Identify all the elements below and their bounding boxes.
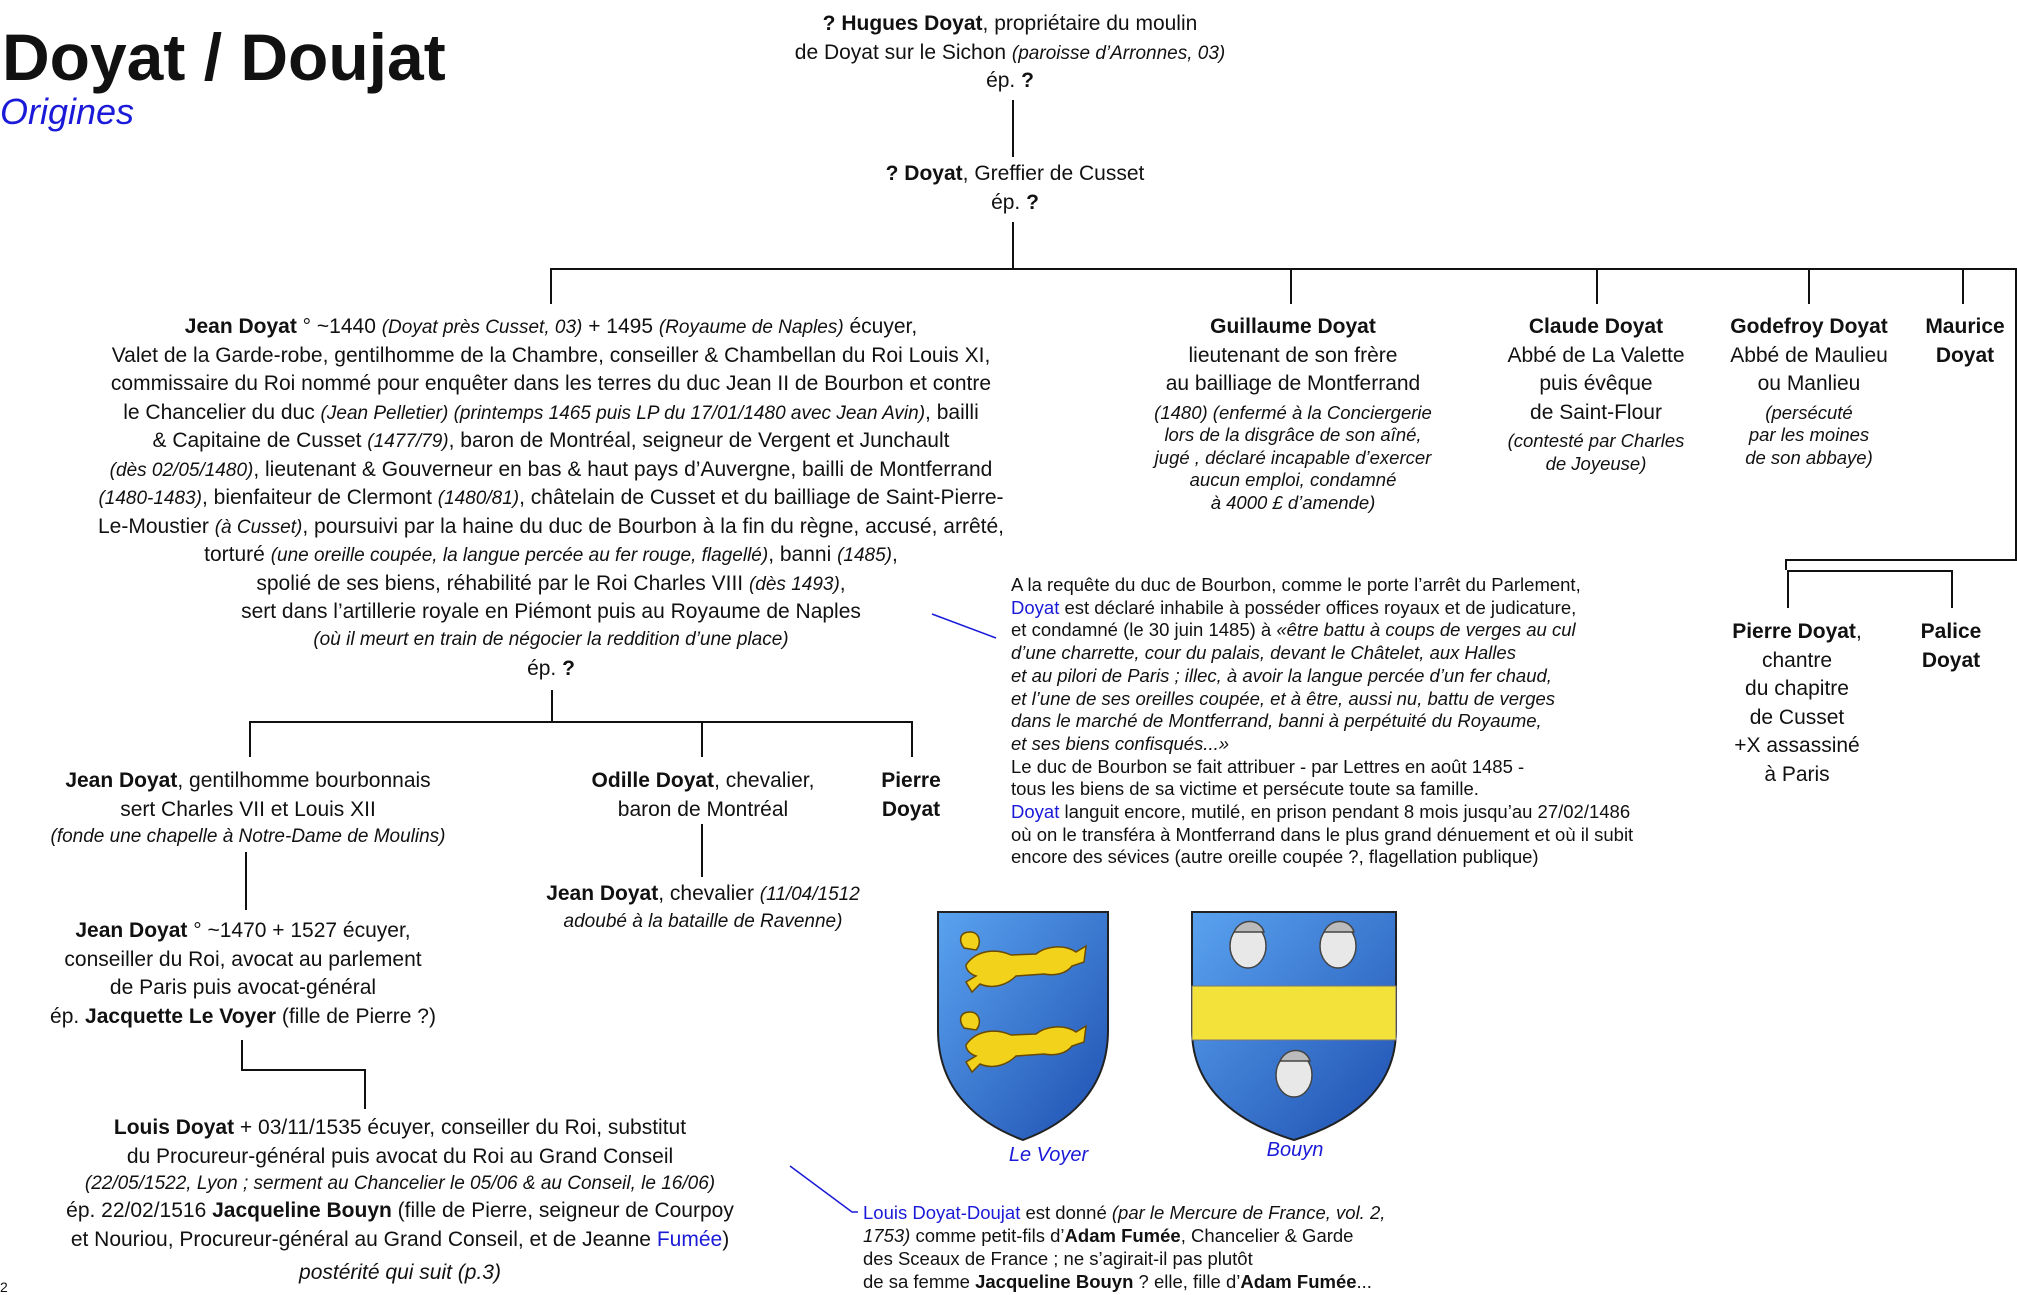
head-icon [1229, 920, 1357, 1098]
connector-line [364, 1069, 366, 1109]
person-name: Odille Doyat [591, 769, 715, 792]
connector-line [1596, 268, 1598, 304]
connector-line [249, 721, 251, 757]
person-name: Jean Doyat [75, 919, 188, 942]
person-guillaume-doyat: Guillaume Doyat lieutenant de son frère … [1154, 315, 1432, 513]
person-name: Godefroy Doyat [1730, 315, 1888, 338]
leopard-icon [959, 1011, 1087, 1074]
connector-line [245, 852, 247, 910]
person-palice-doyat: Palice Doyat [1920, 620, 1982, 672]
person-pierre-doyat: Pierre Doyat [881, 769, 941, 821]
connector-line [2015, 268, 2017, 561]
person-jean-doyat-1440: Jean Doyat ° ~1440 (Doyat près Cusset, 0… [98, 315, 1004, 680]
person-hugues-doyat: ? Hugues Doyat, propriétaire du moulin d… [794, 12, 1226, 92]
connector-line [1012, 100, 1014, 157]
note-arret-parlement: A la requête du duc de Bourbon, comme le… [1011, 574, 1634, 868]
person-jean-doyat-gentilhomme: Jean Doyat, gentilhomme bourbonnais sert… [50, 769, 446, 847]
connector-line [1012, 222, 1014, 269]
person-name: Jean Doyat [65, 769, 178, 792]
person-greffier-doyat: ? Doyat, Greffier de Cusset ép. ? [885, 162, 1145, 214]
connector-line [551, 690, 553, 723]
connector-line [1808, 268, 1810, 304]
person-maurice-doyat: Maurice Doyat [1925, 315, 2005, 367]
person-jean-doyat-chevalier: Jean Doyat, chevalier (11/04/1512 adoubé… [546, 882, 860, 932]
person-name: Pierre Doyat [1732, 620, 1856, 643]
connector-line [1787, 570, 1789, 608]
annotation-pointer [789, 1165, 858, 1213]
person-claude-doyat: Claude Doyat Abbé de La Valette puis évê… [1507, 315, 1685, 474]
coat-of-arms-label-le-voyer: Le Voyer [1008, 1144, 1089, 1166]
person-name: Jean Doyat [546, 882, 659, 905]
page-subtitle: Origines [0, 91, 135, 132]
person-odille-doyat: Odille Doyat, chevalier, baron de Montré… [591, 769, 815, 821]
connector-line [701, 824, 703, 877]
leopard-icon [959, 931, 1087, 994]
coat-of-arms-le-voyer [937, 911, 1109, 1142]
connector-line [1785, 559, 2017, 561]
page-title: Doyat / Doujat [2, 20, 446, 94]
person-name: Jean Doyat [184, 315, 297, 338]
person-godefroy-doyat: Godefroy Doyat Abbé de Maulieu ou Manlie… [1730, 315, 1888, 468]
person-name: Claude Doyat [1528, 315, 1664, 338]
connector-line [1962, 268, 1964, 304]
page-number-mark: 2 [0, 1279, 8, 1295]
connector-line [1290, 268, 1292, 304]
connector-line [701, 721, 703, 757]
note-mercure-de-france: Louis Doyat-Doujat est donné (par le Mer… [863, 1202, 1386, 1292]
connector-line [1951, 570, 1953, 608]
connector-line [241, 1069, 366, 1071]
connector-line [249, 721, 913, 723]
connector-line [1785, 559, 1787, 570]
connector-line [550, 268, 2017, 270]
person-louis-doyat: Louis Doyat + 03/11/1535 écuyer, conseil… [66, 1116, 734, 1284]
person-pierre-doyat-chantre: Pierre Doyat, chantre du chapitre de Cus… [1732, 620, 1862, 786]
person-name: Louis Doyat [113, 1116, 235, 1139]
person-name: ? Doyat [885, 162, 963, 185]
annotation-pointer [931, 613, 997, 639]
connector-line [241, 1040, 243, 1071]
connector-line [911, 721, 913, 757]
connector-line [550, 268, 552, 304]
coat-of-arms-bouyn [1191, 911, 1397, 1142]
person-jean-doyat-1470: Jean Doyat ° ~1470 + 1527 écuyer, consei… [50, 919, 436, 1028]
connector-line [1787, 570, 1953, 572]
person-name: Guillaume Doyat [1210, 315, 1376, 338]
person-name: ? Hugues Doyat [822, 12, 983, 35]
coat-of-arms-label-bouyn: Bouyn [1266, 1139, 1324, 1161]
